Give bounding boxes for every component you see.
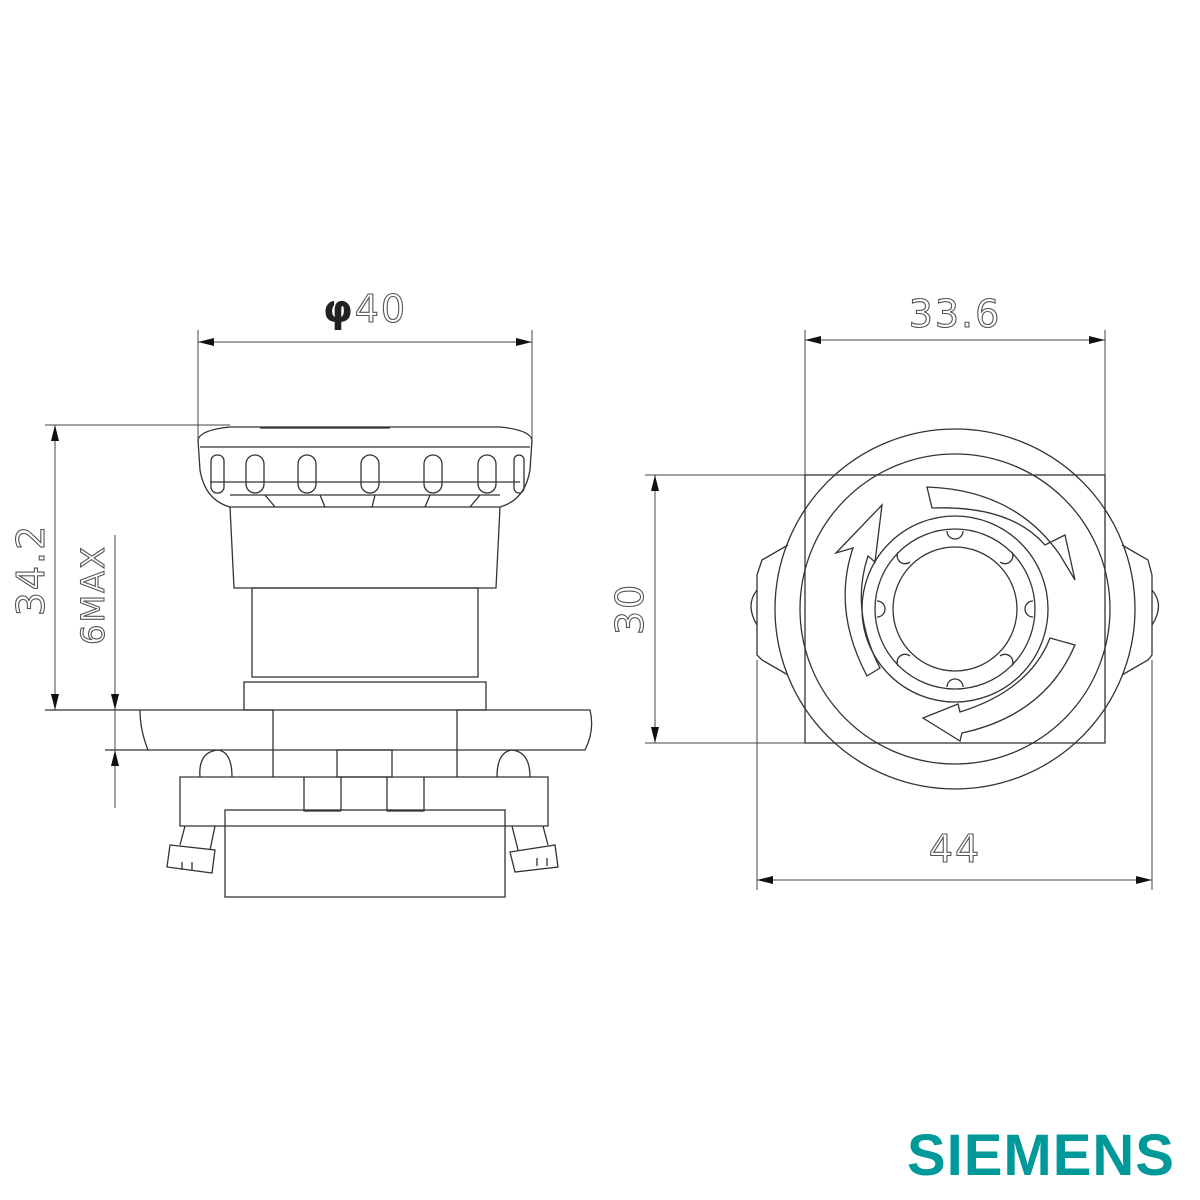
dim-cap-diameter: φ40: [323, 287, 407, 331]
dim-lug-width: 44: [929, 827, 981, 871]
mounting-panel: [45, 709, 593, 777]
terminal-screws: [166, 749, 559, 874]
dim-front-width: 33.6: [909, 292, 1002, 336]
rotation-arrows-icon: [833, 486, 1076, 743]
upper-body: [229, 506, 501, 589]
neck: [251, 587, 479, 678]
square-flange: [804, 474, 1106, 744]
collar: [243, 681, 487, 711]
mushroom-cap: [197, 426, 533, 508]
contact-element: [224, 809, 506, 898]
contact-block: [179, 776, 549, 827]
bezel-notches: [876, 530, 1034, 688]
side-lugs: [756, 544, 1153, 676]
front-dimensions: 33.6 30 44: [607, 291, 1153, 890]
dim-total-height: 34.2: [9, 524, 53, 617]
cap-slots: [210, 454, 525, 494]
siemens-logo: SIEMENS: [907, 1123, 1175, 1188]
front-view: [750, 428, 1160, 790]
dim-front-height: 30: [608, 583, 652, 635]
dim-panel-thickness: 6MAX: [74, 545, 112, 645]
side-dimensions: φ40 34.2 6MAX: [8, 286, 533, 808]
side-view: [45, 426, 593, 898]
